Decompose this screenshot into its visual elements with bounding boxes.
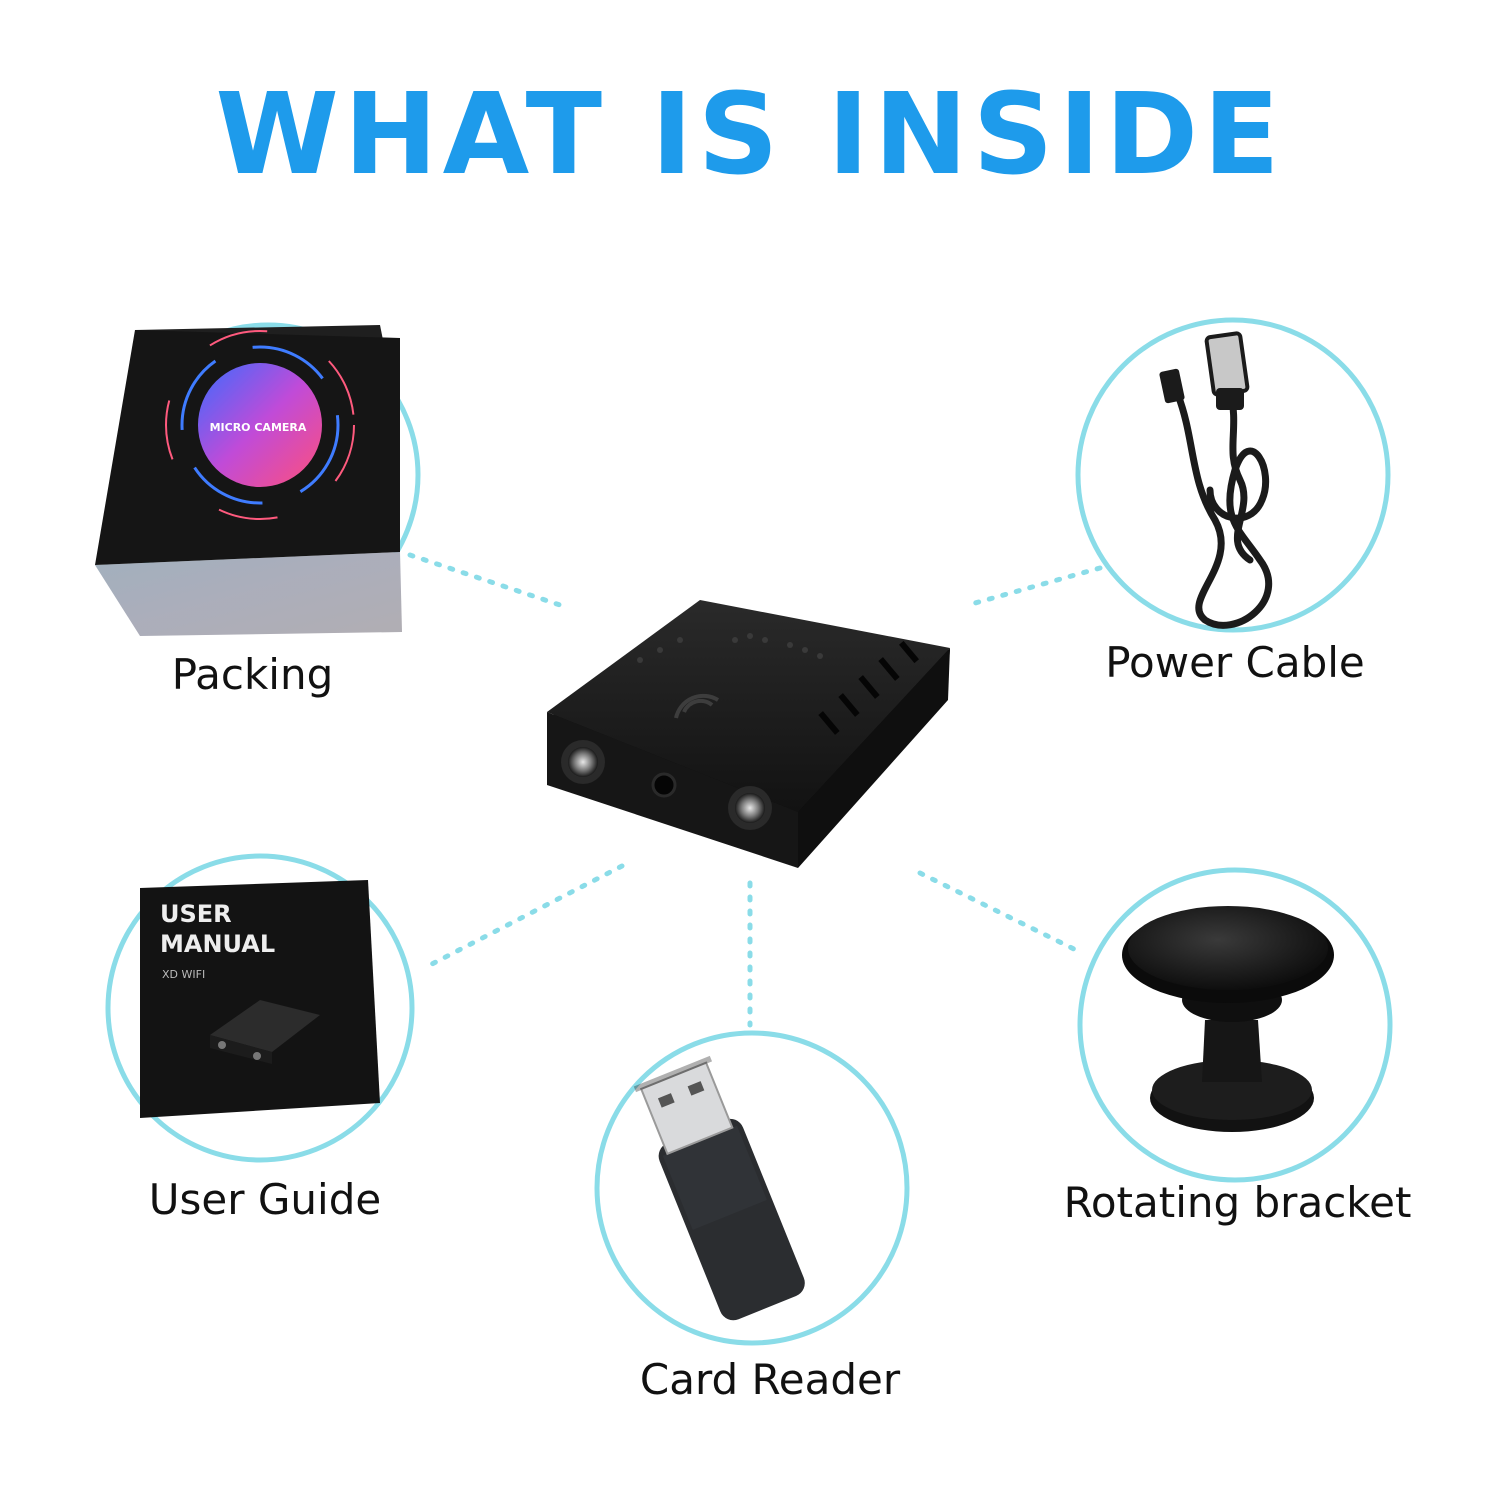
page-headline: WHAT IS INSIDE [215,70,1285,200]
manual-title-line1: USER [160,900,232,928]
ring-power-cable [1075,317,1391,633]
ring-bracket [1077,867,1393,1183]
ring-card-reader [594,1030,910,1346]
connector-packing [407,552,563,608]
card-reader-icon [633,1055,805,1321]
manual-booklet-icon: USER MANUAL XD WIFI [140,880,380,1118]
item-label-packing: Packing [171,650,334,699]
connector-user-guide [427,863,625,968]
connector-power-cable [965,565,1103,608]
manual-subtitle: XD WIFI [162,968,205,981]
manual-title-line2: MANUAL [160,930,275,958]
item-label-power-cable: Power Cable [1105,638,1365,687]
box-brand-text: MICRO CAMERA [210,421,307,434]
mini-camera-product [547,600,950,868]
ring-user-guide [105,853,415,1163]
connector-bracket [917,870,1083,955]
item-label-card-reader: Card Reader [639,1355,901,1404]
connector-lines [407,552,1103,1028]
item-label-rotating-bracket: Rotating bracket [1063,1178,1412,1227]
gift-box-icon: MICRO CAMERA [95,325,402,636]
usb-cable-icon [1159,331,1273,629]
magnetic-mount-icon [1122,906,1334,1132]
item-label-user-guide: User Guide [148,1175,382,1224]
